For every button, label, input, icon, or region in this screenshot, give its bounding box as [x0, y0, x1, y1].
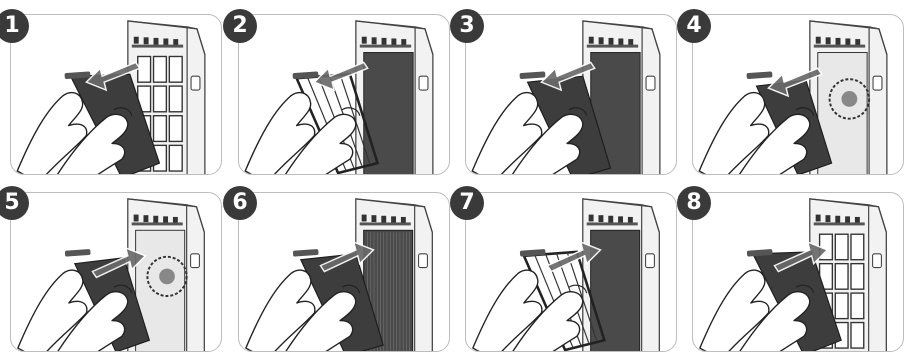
- filter-illustration: [239, 15, 449, 174]
- step-panel-2: [238, 14, 450, 175]
- step-panel-1: [10, 14, 222, 175]
- step-number-badge: 8: [677, 186, 711, 220]
- step-number-badge: 4: [677, 9, 711, 43]
- step-panel-6: [238, 192, 450, 352]
- filter-illustration: [11, 15, 221, 174]
- filter-illustration: [466, 15, 676, 174]
- step-number-badge: 7: [450, 186, 484, 220]
- step-number-badge: 2: [223, 9, 257, 43]
- step-panel-7: [465, 192, 677, 352]
- filter-illustration: [466, 193, 676, 351]
- step-number-badge: 6: [223, 186, 257, 220]
- step-panel-5: [10, 192, 222, 352]
- step-panel-3: [465, 14, 677, 175]
- filter-illustration: [239, 193, 449, 351]
- step-number-badge: 3: [450, 9, 484, 43]
- filter-illustration: [11, 193, 221, 351]
- step-panel-4: [692, 14, 904, 175]
- step-panel-8: [692, 192, 904, 352]
- filter-illustration: [693, 15, 903, 174]
- filter-illustration: [693, 193, 903, 351]
